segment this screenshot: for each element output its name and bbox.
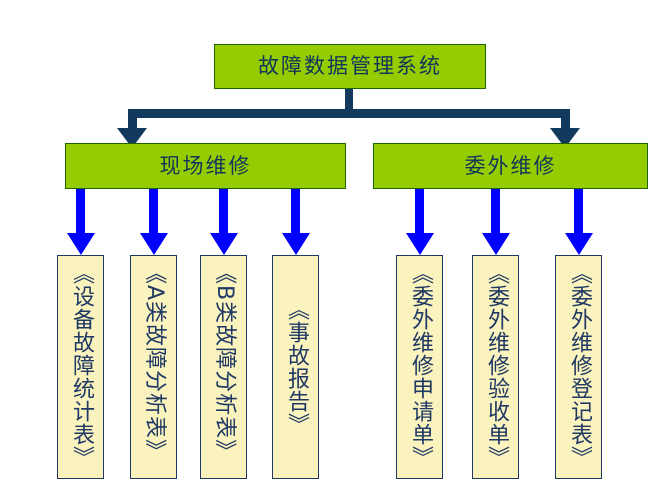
node-label: 现场维修 xyxy=(159,153,252,178)
arrow-head xyxy=(281,233,310,255)
arrow-head xyxy=(481,233,510,255)
document-equipment-fault-statistics[interactable]: 《设备故障统计表》 xyxy=(57,255,104,479)
arrow-shaft xyxy=(76,189,85,233)
document-class-a-fault-analysis[interactable]: 《A类故障分析表》 xyxy=(130,255,177,479)
connector-root-stem xyxy=(345,89,353,111)
arrow-to-outsourced-repair-acceptance xyxy=(481,189,510,255)
document-outsourced-repair-request[interactable]: 《委外维修申请单》 xyxy=(396,255,443,479)
node-label: 委外维修 xyxy=(464,153,557,178)
document-label: 《委外维修验收单》 xyxy=(483,262,509,469)
arrow-shaft xyxy=(415,189,424,233)
node-outsourced-repair[interactable]: 委外维修 xyxy=(373,143,648,189)
document-label: 《委外维修申请单》 xyxy=(407,262,433,469)
node-onsite-repair[interactable]: 现场维修 xyxy=(65,143,346,189)
arrow-head xyxy=(209,233,238,255)
node-fault-data-management-system[interactable]: 故障数据管理系统 xyxy=(214,44,486,89)
arrow-shaft xyxy=(219,189,228,233)
document-outsourced-repair-register[interactable]: 《委外维修登记表》 xyxy=(555,255,602,479)
arrow-to-outsourced-repair-request xyxy=(405,189,434,255)
arrow-to-outsourced-repair-register xyxy=(564,189,593,255)
arrow-head xyxy=(564,233,593,255)
arrow-to-accident-report xyxy=(281,189,310,255)
arrow-to-class-b-fault-analysis xyxy=(209,189,238,255)
document-label: 《事故报告》 xyxy=(283,298,309,436)
document-outsourced-repair-acceptance[interactable]: 《委外维修验收单》 xyxy=(472,255,519,479)
arrow-head xyxy=(405,233,434,255)
connector-root-crossbar xyxy=(128,109,570,118)
arrow-shaft xyxy=(149,189,158,233)
arrow-to-equipment-fault-statistics xyxy=(66,189,95,255)
arrow-head xyxy=(66,233,95,255)
arrow-shaft xyxy=(491,189,500,233)
arrow-to-class-a-fault-analysis xyxy=(139,189,168,255)
arrow-shaft xyxy=(291,189,300,233)
node-label: 故障数据管理系统 xyxy=(258,54,442,78)
document-label: 《设备故障统计表》 xyxy=(68,262,94,469)
arrow-head xyxy=(139,233,168,255)
document-label: 《A类故障分析表》 xyxy=(141,262,167,463)
document-class-b-fault-analysis[interactable]: 《B类故障分析表》 xyxy=(200,255,247,479)
document-label: 《B类故障分析表》 xyxy=(211,262,237,463)
document-accident-report[interactable]: 《事故报告》 xyxy=(272,255,319,479)
connector-root-drop-left xyxy=(128,109,137,130)
document-label: 《委外维修登记表》 xyxy=(566,262,592,469)
arrow-shaft xyxy=(574,189,583,233)
connector-root-drop-right xyxy=(561,109,570,130)
